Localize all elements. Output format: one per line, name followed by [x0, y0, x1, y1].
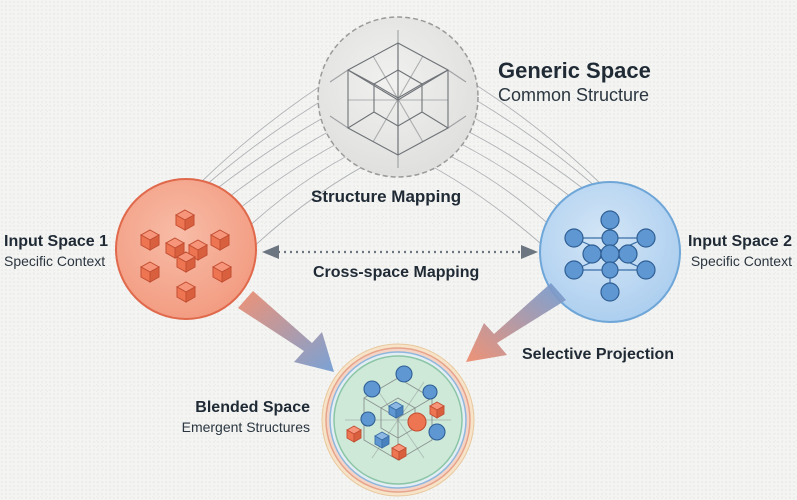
blended-space-circle — [321, 343, 475, 497]
blended-space-title: Blended Space — [195, 399, 310, 416]
node-network-icon — [564, 210, 656, 302]
input-space-2-title: Input Space 2 — [687, 233, 792, 250]
blended-space-label: Blended Space Emergent Structures — [150, 398, 310, 436]
projection-arrow-right — [466, 283, 566, 362]
input-space-2-subtitle: Specific Context — [690, 253, 792, 269]
projection-arrow-left — [238, 291, 334, 372]
input-space-2-label: Input Space 2 Specific Context — [685, 232, 792, 270]
wireframe-cube-icon — [329, 30, 467, 168]
input-space-1-label: Input Space 1 Specific Context — [4, 232, 108, 270]
cross-space-mapping-label: Cross-space Mapping — [313, 264, 480, 281]
input-space-2-circle — [539, 181, 681, 323]
generic-space-circle — [317, 16, 479, 178]
structure-mapping-label: Structure Mapping — [311, 187, 462, 206]
blended-space-subtitle: Emergent Structures — [181, 419, 310, 435]
generic-space-subtitle: Common Structure — [498, 85, 650, 105]
input-space-1-subtitle: Specific Context — [4, 253, 106, 269]
blended-nodes — [360, 365, 446, 441]
input-space-1-title: Input Space 1 — [4, 233, 109, 250]
generic-space-title: Generic Space — [498, 58, 651, 83]
selective-projection-label: Selective Projection — [522, 346, 675, 363]
cross-space-mapping-arrow — [262, 245, 538, 259]
input-space-1-circle — [115, 178, 257, 320]
generic-space-label: Generic Space Common Structure — [498, 58, 651, 106]
